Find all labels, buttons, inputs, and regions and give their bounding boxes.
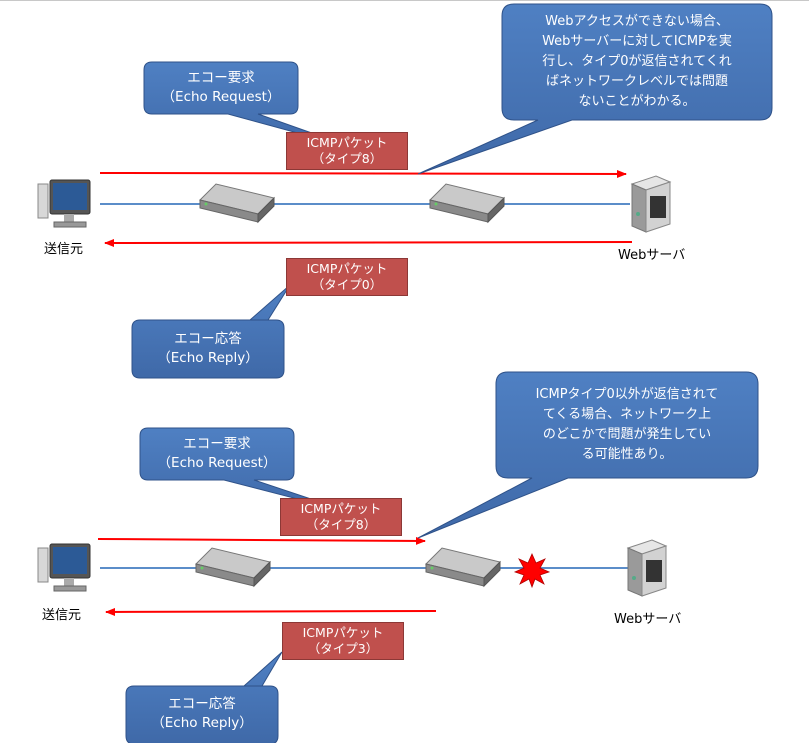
desktop-computer-icon bbox=[37, 543, 91, 592]
note-line: ばネットワークレベルでは問題 bbox=[545, 74, 728, 89]
packet-line: ICMPパケット bbox=[306, 135, 388, 150]
reply-arrow-bottom bbox=[105, 607, 437, 616]
server-label-bottom: Webサーバ bbox=[614, 612, 682, 627]
callout-line: エコー応答 bbox=[174, 331, 242, 347]
callout-line: エコー要求 bbox=[187, 70, 255, 86]
sender-label-top: 送信元 bbox=[44, 242, 84, 257]
callout-line: （Echo Request） bbox=[161, 89, 281, 105]
note-callout-shape-top bbox=[417, 3, 773, 175]
packet-line: （タイプ3） bbox=[307, 641, 379, 656]
echo-request-callout-bottom: エコー要求 （Echo Request） bbox=[140, 428, 294, 480]
packet-line: （タイプ0） bbox=[311, 277, 383, 292]
echo-request-callout-top: エコー要求 （Echo Request） bbox=[144, 62, 298, 114]
note-line: てくる場合、ネットワーク上 bbox=[542, 407, 712, 422]
note-line: ないことがわかる。 bbox=[578, 94, 696, 109]
packet-line: （タイプ8） bbox=[305, 517, 377, 532]
router-icon bbox=[195, 547, 271, 588]
packet-label-out-bottom: ICMPパケット （タイプ8） bbox=[280, 498, 402, 536]
router-icon bbox=[199, 183, 275, 224]
echo-request-callout-shape-bottom bbox=[139, 427, 357, 515]
echo-reply-callout-top: エコー応答 （Echo Reply） bbox=[132, 320, 284, 378]
failure-burst-icon bbox=[513, 553, 551, 589]
packet-label-back-top: ICMPパケット （タイプ0） bbox=[286, 258, 408, 296]
callout-line: （Echo Request） bbox=[157, 455, 277, 471]
sender-label-bottom: 送信元 bbox=[42, 608, 82, 623]
server-tower-icon bbox=[626, 539, 668, 597]
reply-arrow-top bbox=[104, 238, 633, 247]
top-border-line bbox=[0, 0, 809, 1]
router-icon bbox=[425, 547, 501, 588]
note-callout-bottom: ICMPタイプ0以外が返信されて てくる場合、ネットワーク上 のどこかで問題が発… bbox=[496, 372, 758, 478]
packet-label-back-bottom: ICMPパケット （タイプ3） bbox=[282, 622, 404, 660]
packet-line: （タイプ8） bbox=[311, 151, 383, 166]
router-icon bbox=[429, 183, 505, 224]
server-tower-icon bbox=[630, 175, 672, 233]
echo-reply-callout-bottom: エコー応答 （Echo Reply） bbox=[126, 686, 278, 742]
note-line: る可能性あり。 bbox=[581, 447, 673, 462]
note-line: Webアクセスができない場合、 bbox=[545, 14, 729, 29]
packet-line: ICMPパケット bbox=[306, 261, 388, 276]
request-arrow-top bbox=[99, 169, 627, 178]
packet-label-out-top: ICMPパケット （タイプ8） bbox=[286, 132, 408, 170]
callout-line: エコー要求 bbox=[183, 436, 251, 452]
request-arrow-bottom bbox=[97, 536, 426, 545]
packet-line: ICMPパケット bbox=[300, 501, 382, 516]
packet-line: ICMPパケット bbox=[302, 625, 384, 640]
server-label-top: Webサーバ bbox=[618, 248, 686, 263]
note-callout-top: Webアクセスができない場合、 Webサーバーに対してICMPを実 行し、タイプ… bbox=[502, 4, 772, 120]
callout-line: （Echo Reply） bbox=[151, 715, 253, 731]
note-line: 行し、タイプ0が返信されてくれ bbox=[542, 54, 732, 69]
desktop-computer-icon bbox=[37, 179, 91, 228]
callout-line: エコー応答 bbox=[168, 696, 236, 712]
note-line: Webサーバーに対してICMPを実 bbox=[542, 34, 732, 49]
note-line: のどこかで問題が発生してい bbox=[542, 427, 712, 442]
note-line: ICMPタイプ0以外が返信されて bbox=[535, 387, 719, 402]
note-callout-shape-bottom bbox=[417, 371, 759, 539]
callout-line: （Echo Reply） bbox=[157, 350, 259, 366]
